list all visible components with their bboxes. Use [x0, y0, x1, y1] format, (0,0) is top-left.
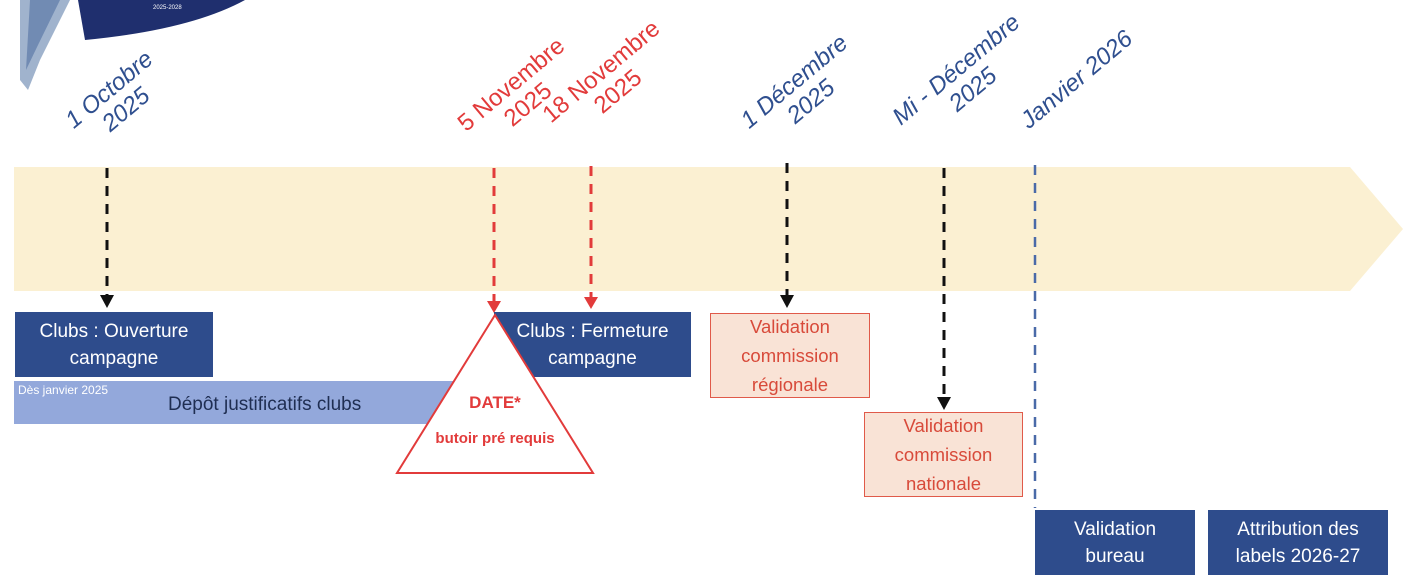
header-logo: 2025-2028 [20, 0, 245, 90]
box-validation-bureau: Validation bureau [1035, 510, 1195, 575]
deadline-title: DATE* [469, 393, 521, 412]
box-attribution-labels: Attribution des labels 2026-27 [1208, 510, 1388, 575]
logo-year: 2025-2028 [153, 5, 182, 11]
depot-bar [14, 381, 494, 424]
depot-label: Dépôt justificatifs clubs [168, 394, 362, 415]
depot-since-label: Dès janvier 2025 [18, 383, 109, 397]
box-ouverture-campagne: Clubs : Ouverture campagne [15, 312, 213, 377]
box-fermeture-campagne: Clubs : Fermeture campagne [494, 312, 691, 377]
deadline-triangle [395, 313, 595, 474]
deadline-subtitle: butoir pré requis [435, 430, 555, 447]
box-validation-regionale: Validation commission régionale [710, 313, 870, 398]
box-validation-nationale: Validation commission nationale [864, 412, 1023, 497]
